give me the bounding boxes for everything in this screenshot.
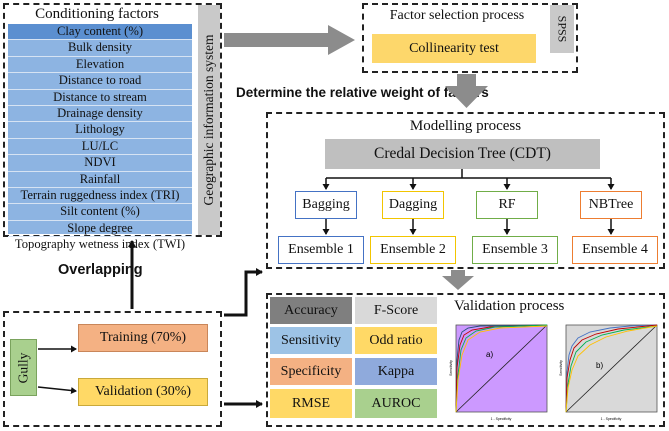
factor-item: Topography wetness index (TWI)	[8, 236, 192, 252]
factor-item: Drainage density	[8, 104, 192, 121]
metric-rmse: RMSE	[270, 389, 352, 418]
ensemble-4-box: Ensemble 4	[572, 236, 658, 264]
factor-item: Silt content (%)	[8, 203, 192, 219]
metric-specificity: Specificity	[270, 358, 352, 385]
factor-item: Distance to stream	[8, 88, 192, 105]
metric-auroc: AUROC	[355, 389, 437, 418]
spss-label: SPSS	[555, 15, 570, 43]
credal-decision-tree-box: Credal Decision Tree (CDT)	[325, 139, 600, 169]
factor-item: Elevation	[8, 55, 192, 72]
factor-item: LU/LC	[8, 137, 192, 154]
overlapping-label: Overlapping	[58, 262, 143, 278]
metric-f-score: F-Score	[355, 297, 437, 324]
conditioning-factors-title: Conditioning factors	[35, 6, 159, 22]
factor-item: Lithology	[8, 121, 192, 137]
ensemble-1-box: Ensemble 1	[278, 236, 364, 264]
conditioning-factors-panel	[3, 3, 222, 237]
validation-box: Validation (30%)	[78, 378, 208, 406]
collinearity-test-box: Collinearity test	[372, 34, 536, 63]
metric-sensitivity: Sensitivity	[270, 327, 352, 354]
factor-item: Terrain ruggedness index (TRI)	[8, 186, 192, 203]
metric-odd-ratio: Odd ratio	[355, 327, 437, 354]
factor-selection-panel	[362, 3, 578, 73]
gully-box: Gully	[10, 339, 37, 396]
method-nbtree-box: NBTree	[580, 191, 642, 219]
method-bagging-box: Bagging	[295, 191, 357, 219]
gully-panel	[3, 311, 222, 427]
method-rf-box: RF	[476, 191, 538, 219]
factor-item: Distance to road	[8, 72, 192, 88]
modelling-panel	[266, 112, 665, 269]
metric-kappa: Kappa	[355, 358, 437, 385]
arrow-to-validation	[442, 270, 474, 290]
gis-label: Geographic information system	[201, 34, 216, 206]
factor-item: Clay content (%)	[8, 24, 192, 40]
factor-item: NDVI	[8, 154, 192, 170]
method-dagging-box: Dagging	[382, 191, 444, 219]
arrow-to-factor-selection	[224, 25, 355, 55]
metric-accuracy: Accuracy	[270, 297, 352, 324]
training-box: Training (70%)	[78, 324, 208, 352]
validation-panel	[266, 293, 665, 427]
factor-selection-title: Factor selection process	[389, 8, 525, 23]
factor-item: Rainfall	[8, 170, 192, 187]
ensemble-2-box: Ensemble 2	[370, 236, 456, 264]
validation-title: Validation process	[454, 298, 565, 314]
spss-bar: SPSS	[550, 5, 574, 53]
arrow-to-modelling-from-gully	[224, 268, 263, 317]
gully-label: Gully	[15, 352, 31, 383]
modelling-title: Modelling process	[409, 118, 522, 134]
relative-weight-label: Determine the relative weight of factors	[236, 85, 489, 100]
gis-bar: Geographic information system	[198, 5, 220, 235]
factor-item: Slope degree	[8, 219, 192, 236]
ensemble-3-box: Ensemble 3	[472, 236, 558, 264]
factor-item: Bulk density	[8, 39, 192, 55]
